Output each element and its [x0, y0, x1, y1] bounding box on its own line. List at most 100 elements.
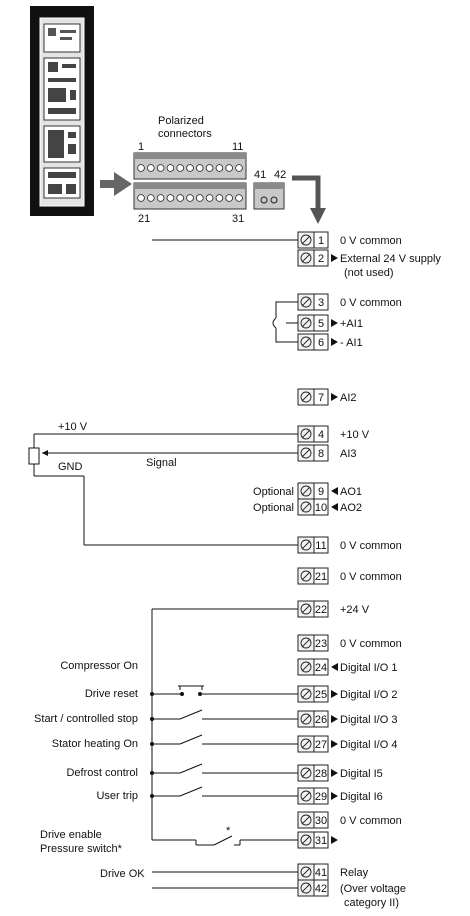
screw-icon — [300, 447, 312, 459]
screw-icon — [300, 570, 312, 582]
terminal-number: 21 — [315, 571, 327, 583]
top-block-last-label: 11 — [232, 141, 243, 153]
terminal-column-arrow — [292, 175, 321, 210]
screw-icon — [300, 428, 312, 440]
terminal-label: 0 V common — [340, 815, 402, 827]
terminal-number: 5 — [318, 318, 324, 330]
terminal-number: 4 — [318, 429, 324, 441]
terminal-28: 28 Digital I5 — [297, 764, 383, 782]
terminal-number: 10 — [315, 502, 327, 514]
terminal-label: External 24 V supply — [340, 253, 441, 265]
defrost-label: Defrost control — [66, 767, 138, 779]
terminal-number: 29 — [315, 791, 327, 803]
screw-icon — [300, 603, 312, 615]
output-arrow-icon — [331, 319, 338, 327]
terminal-number: 1 — [318, 235, 324, 247]
terminal-number: 2 — [318, 253, 324, 265]
screw-icon — [300, 814, 312, 826]
terminal-label-line2: (not used) — [344, 267, 394, 279]
input-arrow-icon — [331, 663, 338, 671]
terminal-number: 42 — [315, 883, 327, 895]
terminal-label: Digital I/O 3 — [340, 714, 397, 726]
terminal-number: 6 — [318, 337, 324, 349]
potentiometer — [28, 447, 40, 465]
terminal-label: +AI1 — [340, 318, 363, 330]
terminal-30: 30 0 V common — [297, 811, 402, 829]
terminal-label-line2: category II) — [344, 897, 399, 909]
user-trip-label: User trip — [96, 790, 138, 802]
pressure-switch-note: * — [226, 825, 231, 837]
terminal-left-label: Optional — [253, 486, 294, 498]
plus10v-wire-label: +10 V — [58, 421, 88, 433]
wiring-lines — [28, 239, 298, 889]
terminal-number: 9 — [318, 486, 324, 498]
screw-icon — [300, 790, 312, 802]
relay-block-first-label: 41 — [254, 169, 266, 181]
input-arrow-icon — [331, 503, 338, 511]
screw-icon — [300, 317, 312, 329]
screw-icon — [300, 336, 312, 348]
terminal-label: Digital I/O 2 — [340, 689, 397, 701]
output-arrow-icon — [331, 690, 338, 698]
terminal-label: Digital I6 — [340, 791, 383, 803]
terminal-22: 22+24 V — [297, 600, 370, 618]
screw-icon — [300, 882, 312, 894]
terminal-number: 8 — [318, 448, 324, 460]
terminal-label: AI2 — [340, 392, 357, 404]
terminal-label: Digital I/O 4 — [340, 739, 397, 751]
terminal-label: 0 V common — [340, 297, 402, 309]
pressure-switch-label: Pressure switch* — [40, 843, 123, 855]
signal-wire-label: Signal — [146, 457, 177, 469]
stator-heating-label: Stator heating On — [52, 738, 138, 750]
screw-icon — [300, 661, 312, 673]
terminal-number: 31 — [315, 835, 327, 847]
output-arrow-icon — [331, 393, 338, 401]
terminal-4: 4+10 V — [297, 425, 370, 443]
screw-icon — [300, 738, 312, 750]
start-stop-label: Start / controlled stop — [34, 713, 138, 725]
screw-icon — [300, 501, 312, 513]
terminal-block-21-31 — [133, 182, 247, 210]
relay-block-last-label: 42 — [274, 169, 286, 181]
terminal-25: 25 Digital I/O 2 — [297, 685, 397, 703]
terminal-number: 24 — [315, 662, 327, 674]
terminal-label: Digital I5 — [340, 768, 383, 780]
output-arrow-icon — [331, 740, 338, 748]
screw-icon — [300, 539, 312, 551]
output-arrow-icon — [331, 254, 338, 262]
connectors-label-line2: connectors — [158, 128, 212, 140]
bottom-block-first-label: 21 — [138, 213, 150, 225]
screw-icon — [300, 713, 312, 725]
terminal-number: 30 — [315, 815, 327, 827]
screw-icon — [300, 234, 312, 246]
terminal-label: AO2 — [340, 502, 362, 514]
terminal-3: 3 0 V common — [297, 293, 402, 311]
terminal-29: 29 Digital I6 — [297, 787, 383, 805]
connector-arrow — [100, 172, 132, 196]
terminal-number: 22 — [315, 604, 327, 616]
drive-ok-label: Drive OK — [100, 868, 145, 880]
terminal-number: 28 — [315, 768, 327, 780]
drive-enable-label: Drive enable — [40, 829, 102, 841]
screw-icon — [300, 391, 312, 403]
output-arrow-icon — [331, 338, 338, 346]
drive-unit — [30, 6, 94, 216]
terminal-number: 25 — [315, 689, 327, 701]
compressor-on-label: Compressor On — [60, 660, 138, 672]
screw-icon — [300, 637, 312, 649]
terminal-number: 11 — [315, 540, 326, 552]
bottom-block-last-label: 31 — [232, 213, 244, 225]
terminal-5: 5 +AI1 — [297, 314, 363, 332]
gnd-wire-label: GND — [58, 461, 83, 473]
output-arrow-icon — [331, 769, 338, 777]
connectors-label-line1: Polarized — [158, 115, 204, 127]
terminal-number: 3 — [318, 297, 324, 309]
